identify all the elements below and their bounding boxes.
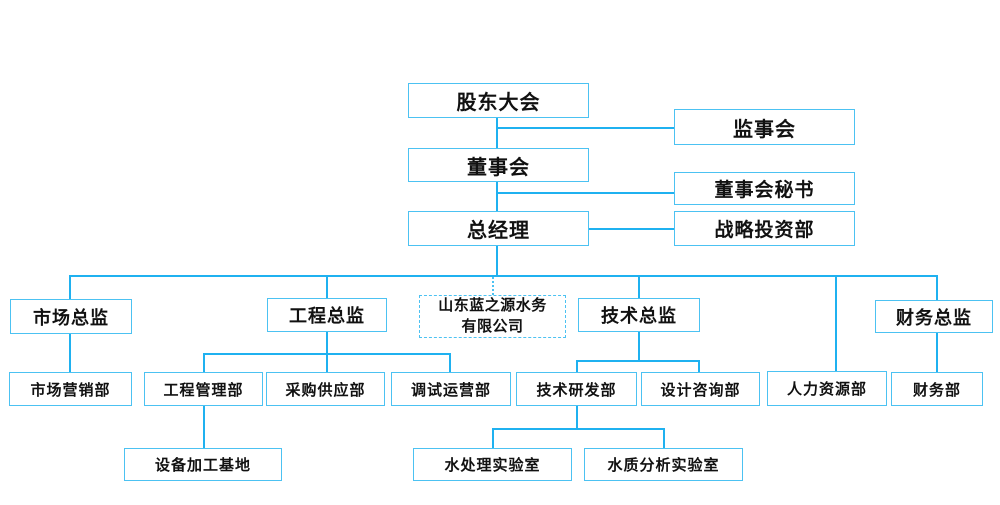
- edge-bus-hr-dept: [835, 275, 837, 371]
- node-label: 监事会: [733, 118, 796, 141]
- edge-branch-water-treatment-lab: [492, 428, 494, 448]
- node-label: 总经理: [467, 220, 530, 242]
- edge-board-gm: [496, 182, 498, 211]
- node-commissioning-ops-dept: 调试运营部: [391, 372, 511, 406]
- node-board-of-directors: 董事会: [408, 148, 589, 182]
- node-company-name: 山东蓝之源水务 有限公司: [419, 295, 566, 338]
- company-name-line2: 有限公司: [461, 317, 524, 335]
- node-technical-director: 技术总监: [578, 298, 700, 332]
- node-label: 水处理实验室: [444, 457, 541, 474]
- edge-trunk-secretary: [497, 192, 674, 194]
- node-shareholders-meeting: 股东大会: [408, 83, 589, 118]
- edge-bus-marketing-director: [69, 275, 71, 299]
- company-name-line1: 山东蓝之源水务: [438, 297, 547, 315]
- node-supervisory-board: 监事会: [674, 109, 855, 145]
- node-label: 财务部: [912, 381, 961, 399]
- edge-bus-finance-director: [936, 275, 938, 300]
- node-label: 董事会秘书: [714, 180, 815, 201]
- edge-branch-eng-mgmt: [203, 353, 205, 372]
- edge-eng-mgmt-equipment: [203, 406, 205, 448]
- node-engineering-mgmt-dept: 工程管理部: [144, 372, 263, 406]
- node-label: 采购供应部: [285, 381, 366, 399]
- node-design-consulting-dept: 设计咨询部: [641, 372, 760, 406]
- node-label: 市场营销部: [30, 381, 111, 399]
- node-water-treatment-lab: 水处理实验室: [413, 448, 572, 481]
- node-water-quality-analysis-lab: 水质分析实验室: [584, 448, 743, 481]
- edge-branch-design: [698, 360, 700, 372]
- node-engineering-director: 工程总监: [267, 298, 387, 332]
- node-finance-dept: 财务部: [891, 372, 983, 406]
- edge-rd-lab-branch: [576, 406, 578, 428]
- edge-bus-engineering-director: [326, 275, 328, 298]
- edge-bus-company-dotted: [492, 277, 494, 295]
- node-procurement-supply-dept: 采购供应部: [266, 372, 385, 406]
- node-tech-rd-dept: 技术研发部: [516, 372, 637, 406]
- node-strategic-investment-dept: 战略投资部: [674, 211, 855, 246]
- node-label: 水质分析实验室: [607, 457, 720, 474]
- edge-trunk-supervisory: [497, 127, 674, 129]
- node-label: 技术总监: [601, 306, 677, 326]
- edge-distribution-bus: [69, 275, 938, 277]
- node-board-secretary: 董事会秘书: [674, 172, 855, 205]
- edge-branch-commissioning: [449, 353, 451, 372]
- edge-technical-director-branch: [638, 332, 640, 362]
- edge-gm-strategic: [589, 228, 674, 230]
- edge-gm-distribution: [496, 246, 498, 275]
- node-label: 设备加工基地: [154, 457, 251, 474]
- node-general-manager: 总经理: [408, 211, 589, 246]
- node-label: 技术研发部: [536, 381, 617, 399]
- node-marketing-director: 市场总监: [10, 299, 132, 334]
- node-label: 人力资源部: [786, 381, 867, 398]
- edge-bus-technical-director: [638, 275, 640, 298]
- node-label: 股东大会: [456, 92, 541, 114]
- node-label: 调试运营部: [410, 381, 491, 399]
- node-equipment-processing-base: 设备加工基地: [124, 448, 282, 481]
- edge-lab-branch-bar: [492, 428, 665, 430]
- edge-shareholders-board: [496, 118, 498, 148]
- node-hr-dept: 人力资源部: [767, 371, 887, 406]
- edge-technical-branch-bar: [576, 360, 700, 362]
- node-label: 工程总监: [289, 306, 365, 326]
- edge-marketing-director-dept: [69, 334, 71, 372]
- edge-branch-rd: [576, 360, 578, 372]
- node-label: 董事会: [467, 156, 530, 179]
- node-label: 工程管理部: [163, 381, 244, 399]
- edge-branch-procurement: [326, 353, 328, 372]
- edge-finance-director-dept: [936, 333, 938, 372]
- edge-engineering-director-branch: [326, 332, 328, 355]
- node-label: 市场总监: [33, 307, 109, 328]
- node-label: 设计咨询部: [660, 381, 741, 399]
- node-finance-director: 财务总监: [875, 300, 993, 333]
- node-label: 财务总监: [896, 307, 972, 328]
- node-marketing-dept: 市场营销部: [9, 372, 132, 406]
- edge-branch-water-quality-lab: [663, 428, 665, 448]
- node-label: 战略投资部: [714, 220, 815, 241]
